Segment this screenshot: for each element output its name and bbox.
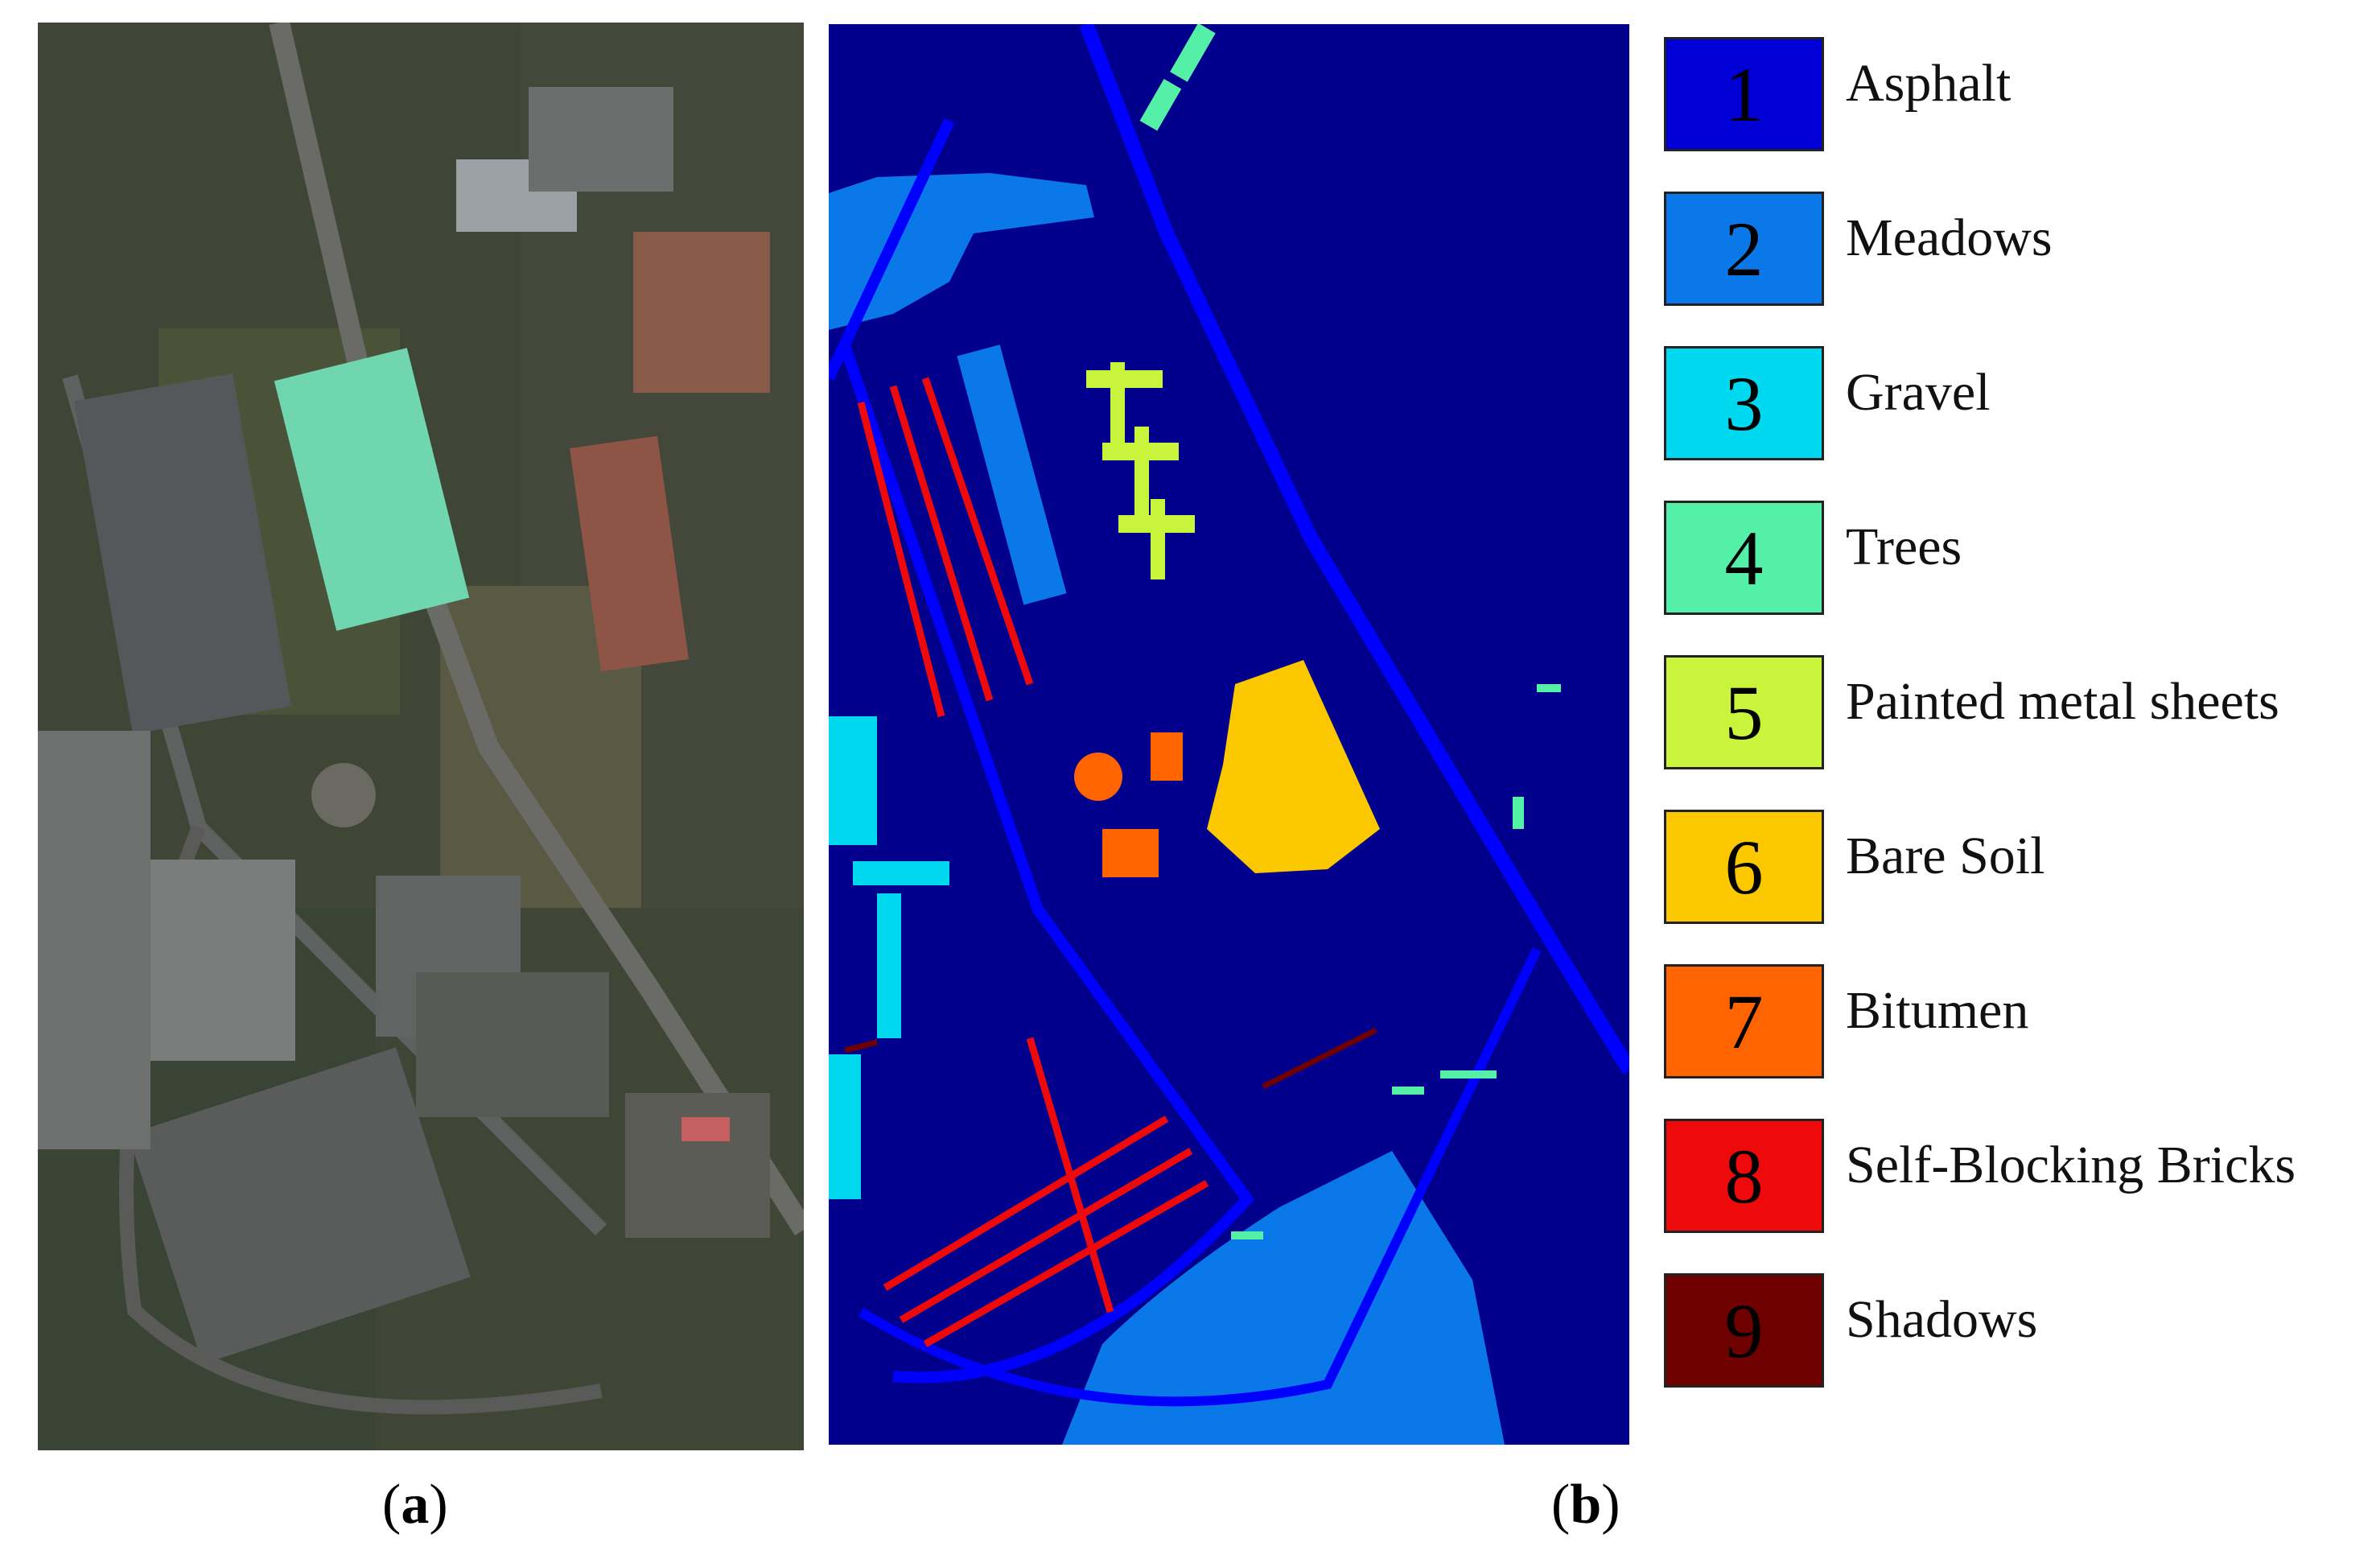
legend-label: Gravel (1846, 363, 1991, 422)
legend-item-bare-soil: 6 Bare Soil (1664, 810, 2364, 927)
legend-label: Bare Soil (1846, 827, 2045, 885)
legend-swatch: 9 (1664, 1273, 1824, 1388)
self-blocking-bricks-region (857, 377, 1209, 1347)
satellite-image (38, 23, 804, 1450)
legend-item-gravel: 3 Gravel (1664, 346, 2364, 464)
shadows-region (844, 1027, 1377, 1090)
meadows-region-large (1062, 1151, 1505, 1445)
bitumen-region (1074, 732, 1183, 877)
legend-label: Self-Blocking Bricks (1846, 1136, 2296, 1194)
legend-swatch: 6 (1664, 810, 1824, 924)
legend-item-asphalt: 1 Asphalt (1664, 37, 2364, 155)
meadows-region-top (829, 173, 1094, 330)
asphalt-road-curve (858, 947, 1542, 1407)
legend-item-meadows: 2 Meadows (1664, 192, 2364, 309)
meadows-strip (957, 344, 1067, 605)
legend-swatch: 8 (1664, 1119, 1824, 1233)
legend-label: Asphalt (1846, 54, 2011, 113)
legend-swatch: 2 (1664, 192, 1824, 306)
caption-b-letter: b (1570, 1474, 1602, 1536)
legend-swatch: 4 (1664, 501, 1824, 615)
legend-label: Shadows (1846, 1290, 2038, 1349)
legend-label: Painted metal sheets (1846, 672, 2279, 731)
legend-swatch: 1 (1664, 37, 1824, 151)
bare-soil-region (1207, 660, 1380, 873)
ground-truth-map (829, 24, 1629, 1445)
legend-label: Bitumen (1846, 981, 2029, 1040)
legend-item-shadows: 9 Shadows (1664, 1273, 2364, 1391)
legend-label: Meadows (1846, 208, 2053, 267)
painted-metal-sheets-region (1086, 362, 1195, 579)
legend-item-self-blocking-bricks: 8 Self-Blocking Bricks (1664, 1119, 2364, 1236)
gravel-region (829, 716, 949, 1199)
caption-b: (b) (1551, 1474, 1620, 1536)
asphalt-road-loop (829, 118, 1255, 1384)
legend-swatch: 5 (1664, 655, 1824, 769)
legend-swatch: 3 (1664, 346, 1824, 460)
caption-a: (a) (382, 1474, 448, 1536)
legend-item-bitumen: 7 Bitumen (1664, 964, 2364, 1082)
asphalt-road-main (1079, 24, 1629, 1074)
legend-label: Trees (1846, 518, 1962, 576)
legend-item-painted-metal-sheets: 5 Painted metal sheets (1664, 655, 2364, 773)
trees-region (1139, 24, 1561, 1239)
legend-swatch: 7 (1664, 964, 1824, 1078)
caption-a-letter: a (401, 1474, 430, 1536)
legend-item-trees: 4 Trees (1664, 501, 2364, 618)
